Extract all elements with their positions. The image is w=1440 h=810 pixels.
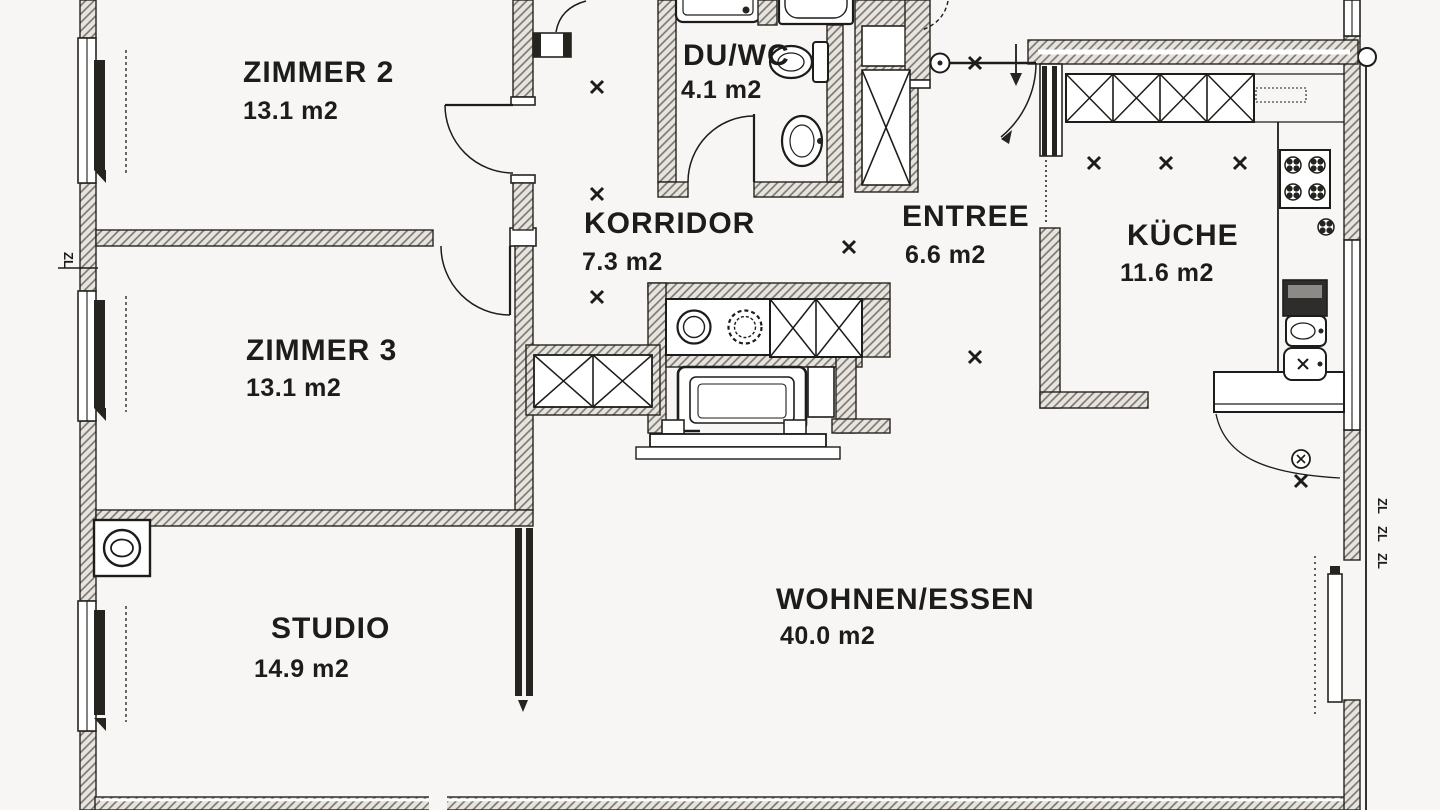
sink-icon <box>780 114 824 168</box>
window-kitchen <box>1343 239 1361 431</box>
label-entree-area: 6.6 m2 <box>905 241 986 269</box>
laundry-box <box>665 298 771 356</box>
window-zimmer3 <box>77 290 127 422</box>
label-zimmer2-area: 13.1 m2 <box>243 97 339 125</box>
central-block-walls <box>647 282 891 434</box>
outlet-circle-icon <box>1291 449 1311 469</box>
door-zimmer3 <box>440 245 512 316</box>
label-korridor-area: 7.3 m2 <box>582 248 663 276</box>
toilet-icon <box>768 41 829 83</box>
label-zimmer2-name: ZIMMER 2 <box>243 56 395 89</box>
stove-icon <box>1279 149 1335 236</box>
reduit-closet-x <box>769 298 863 358</box>
label-korridor-name: KORRIDOR <box>584 207 756 240</box>
kitchen-wall-pier <box>1039 63 1063 225</box>
door-zimmer2 <box>444 103 514 174</box>
kitchen-upper-cabinets <box>1065 73 1344 123</box>
label-studio-name: STUDIO <box>271 612 391 645</box>
label-duwc-area: 4.1 m2 <box>681 76 762 104</box>
broom-closet <box>807 366 835 418</box>
window-top-right <box>1343 0 1361 37</box>
window-zimmer2 <box>77 37 127 184</box>
zl-mark-right-2: ZL <box>1375 526 1390 542</box>
entrance-door <box>921 0 1037 144</box>
dryer-icon <box>727 309 763 345</box>
zl-mark-right-1: ZL <box>1375 498 1390 514</box>
studio-partition <box>515 528 533 712</box>
zl-marks: ZL ZL ZL ZL <box>58 252 1390 569</box>
label-duwc-name: DU/WC <box>683 39 790 72</box>
label-zimmer3-name: ZIMMER 3 <box>246 334 398 367</box>
label-kueche-area: 11.6 m2 <box>1120 259 1214 287</box>
label-entree-name: ENTREE <box>902 200 1030 233</box>
oven-icon <box>1282 279 1328 317</box>
washer-icon <box>676 309 712 345</box>
outer-walls <box>79 0 1367 810</box>
zl-mark-right-3: ZL <box>1375 553 1390 569</box>
corridor-closet-x <box>525 344 661 416</box>
bath-wall-stub <box>757 0 778 26</box>
shower-icon <box>674 0 762 24</box>
label-studio-area: 14.9 m2 <box>254 655 350 683</box>
door-duwc <box>687 114 756 183</box>
sliding-balcony-door <box>1314 556 1343 714</box>
label-zimmer3-area: 13.1 m2 <box>246 374 342 402</box>
label-wohnen-area: 40.0 m2 <box>780 622 876 650</box>
window-studio <box>77 600 127 732</box>
column-icon <box>92 518 152 578</box>
zl-mark-left: ZL <box>61 252 76 268</box>
shaft-x-icon <box>861 69 911 186</box>
kitchen-sink-icon <box>1283 315 1327 381</box>
fireplace <box>635 365 841 460</box>
label-kueche-name: KÜCHE <box>1127 219 1239 252</box>
label-wohnen-name: WOHNEN/ESSEN <box>776 583 1035 616</box>
bathtub-icon <box>777 0 855 26</box>
